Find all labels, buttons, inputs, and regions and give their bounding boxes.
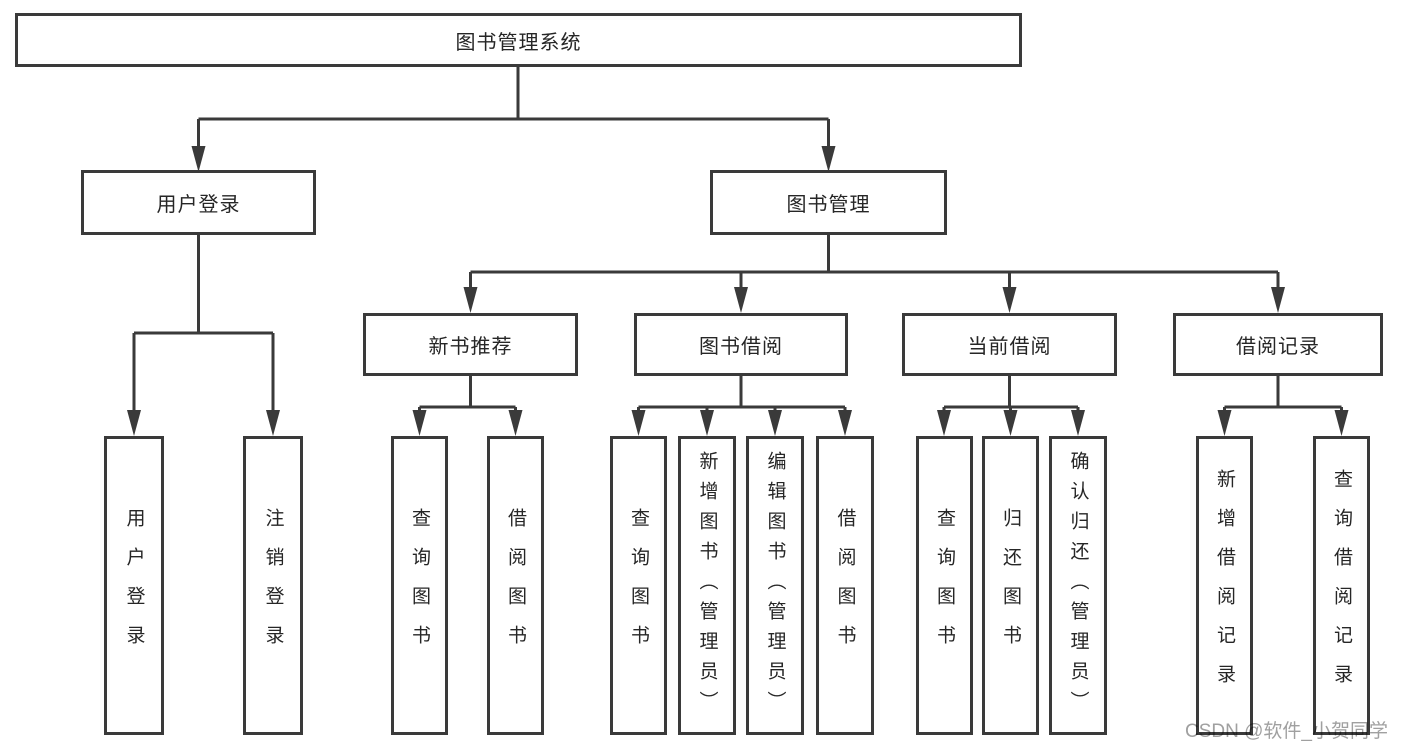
connector-lines [132, 67, 1343, 410]
leaf-label: 注销登录 [262, 507, 284, 664]
node-borrowing-records: 借阅记录 [1173, 313, 1383, 376]
leaf-label: 借阅图书 [505, 507, 526, 664]
leaf-borrow-books-recommend: 借阅图书 [487, 436, 544, 735]
leaf-return-book: 归还图书 [982, 436, 1039, 735]
node-label: 图书管理 [786, 194, 871, 216]
node-new-book-recommendation: 新书推荐 [363, 313, 578, 376]
node-library-management-system: 图书管理系统 [15, 13, 1022, 67]
leaf-label: 查询借阅记录 [1331, 468, 1352, 703]
leaf-label: 用户登录 [123, 507, 145, 664]
leaf-logout: 注销登录 [243, 436, 303, 735]
node-current-borrowing: 当前借阅 [902, 313, 1117, 376]
node-user-login-branch: 用户登录 [81, 170, 316, 235]
node-book-management-branch: 图书管理 [710, 170, 947, 235]
leaf-query-books-borrowing: 查询图书 [610, 436, 667, 735]
leaf-edit-book-admin: 编辑图书（管理员） [746, 436, 804, 735]
node-label: 当前借阅 [967, 336, 1052, 358]
leaf-label: 编辑图书（管理员） [764, 450, 786, 721]
leaf-label: 新增图书（管理员） [696, 450, 718, 721]
leaf-query-borrow-record: 查询借阅记录 [1313, 436, 1370, 735]
leaf-borrow-books-borrowing: 借阅图书 [816, 436, 874, 735]
leaf-confirm-return-admin: 确认归还（管理员） [1049, 436, 1107, 735]
arrowhead-icons [127, 146, 1349, 436]
leaf-query-books-recommend: 查询图书 [391, 436, 448, 735]
leaf-user-login: 用户登录 [104, 436, 164, 735]
node-label: 图书管理系统 [455, 31, 582, 54]
leaf-add-book-admin: 新增图书（管理员） [678, 436, 736, 735]
node-label: 新书推荐 [428, 336, 513, 358]
node-label: 借阅记录 [1236, 336, 1320, 358]
leaf-add-borrow-record: 新增借阅记录 [1196, 436, 1253, 735]
leaf-label: 新增借阅记录 [1214, 468, 1235, 703]
node-book-borrowing: 图书借阅 [634, 313, 848, 376]
leaf-label: 确认归还（管理员） [1067, 450, 1089, 721]
leaf-query-books-current: 查询图书 [916, 436, 973, 735]
leaf-label: 归还图书 [1000, 507, 1021, 664]
leaf-label: 借阅图书 [834, 507, 856, 664]
leaf-label: 查询图书 [409, 507, 430, 664]
node-label: 图书借阅 [699, 336, 783, 358]
leaf-label: 查询图书 [934, 507, 955, 664]
node-label: 用户登录 [156, 194, 241, 216]
leaf-label: 查询图书 [628, 507, 649, 664]
csdn-watermark: CSDN @软件_小贺同学 [1185, 721, 1388, 742]
